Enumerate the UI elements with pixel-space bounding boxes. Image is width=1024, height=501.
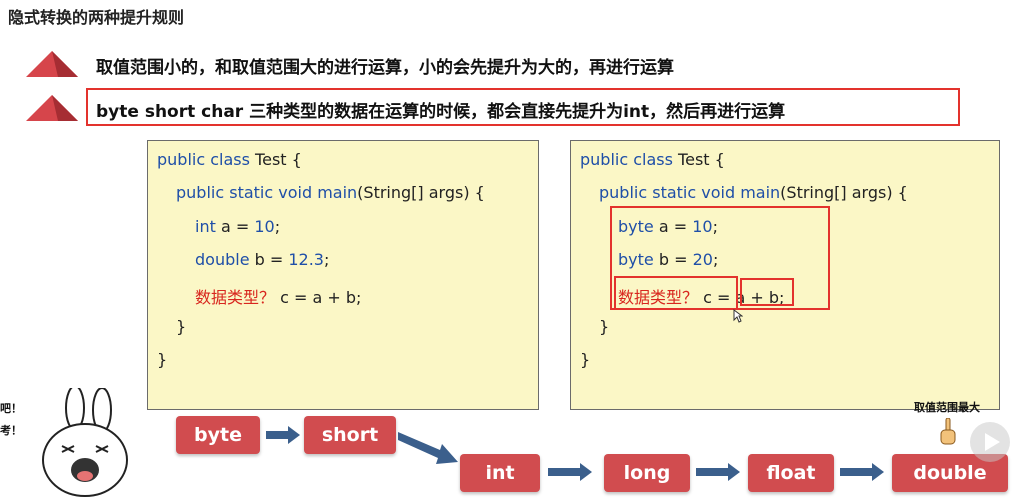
code-number: 10: [254, 217, 275, 236]
chip-long: long: [604, 454, 690, 492]
slide-title: 隐式转换的两种提升规则: [8, 8, 185, 27]
right-code-panel: public class Test { public static void m…: [570, 140, 1000, 410]
speech-line-2: 考！: [0, 424, 22, 437]
code-text: (String[] args) {: [780, 183, 908, 202]
code-text: ;: [712, 250, 719, 269]
code-line: byte b = 20;: [618, 250, 718, 269]
code-line: 数据类型？ c = a + b;: [195, 284, 361, 308]
code-line: byte a = 10;: [618, 217, 718, 236]
code-keyword: public static void main: [599, 183, 781, 202]
arrow-right-icon: [840, 463, 884, 481]
arrow-diagonal-icon: [398, 432, 458, 464]
annotation-box-expression: [740, 278, 794, 306]
code-brace: }: [580, 350, 591, 369]
play-button-icon[interactable]: [968, 420, 1012, 464]
code-expression: a + b;: [735, 288, 785, 307]
speech-line-1: 吧！: [0, 402, 22, 415]
code-text: b =: [653, 250, 693, 269]
cartoon-rabbit-icon: [42, 388, 128, 497]
code-line: double b = 12.3;: [195, 250, 329, 269]
chip-short: short: [304, 416, 396, 454]
code-brace: }: [157, 350, 168, 369]
chip-float: float: [748, 454, 834, 492]
code-keyword: byte: [618, 217, 654, 236]
code-text: Test {: [672, 150, 725, 169]
code-number: 12.3: [288, 250, 324, 269]
code-text: c = a + b;: [275, 288, 362, 307]
arrow-right-icon: [266, 426, 300, 444]
mouse-cursor-icon: [733, 309, 743, 323]
bullet-2-highlight-box: [86, 88, 960, 126]
chip-int: int: [460, 454, 540, 492]
code-line: 数据类型？ c = a + b;: [618, 284, 784, 308]
speech-text: 吧！ 考！: [0, 398, 22, 442]
arrow-right-icon: [696, 463, 740, 481]
code-question: 数据类型？: [195, 288, 276, 307]
triangle-bullet-icon: [26, 51, 78, 77]
code-keyword: public class: [580, 150, 673, 169]
code-text: a =: [215, 217, 255, 236]
code-line: public static void main(String[] args) {: [599, 183, 908, 202]
code-brace: }: [599, 317, 610, 336]
code-line: public static void main(String[] args) {: [176, 183, 485, 202]
code-text: ;: [274, 217, 281, 236]
code-text: (String[] args) {: [357, 183, 485, 202]
code-text: b =: [249, 250, 289, 269]
code-keyword: public static void main: [176, 183, 358, 202]
bullet-1-text: 取值范围小的，和取值范围大的进行运算，小的会先提升为大的，再进行运算: [96, 58, 674, 78]
code-line: int a = 10;: [195, 217, 280, 236]
code-keyword: double: [195, 250, 250, 269]
code-text: a =: [653, 217, 693, 236]
code-keyword: byte: [618, 250, 654, 269]
annotation-box-type: [614, 276, 738, 310]
code-text: c =: [698, 288, 736, 307]
code-text: Test {: [249, 150, 302, 169]
code-keyword: public class: [157, 150, 250, 169]
chip-byte: byte: [176, 416, 260, 454]
triangle-bullet-icon: [26, 95, 78, 121]
pointing-hand-icon: [940, 418, 956, 445]
code-line: public class Test {: [157, 150, 302, 169]
code-number: 20: [692, 250, 713, 269]
bullet-2-text: byte short char 三种类型的数据在运算的时候，都会直接先提升为in…: [96, 102, 786, 122]
code-number: 10: [692, 217, 713, 236]
code-line: public class Test {: [580, 150, 725, 169]
left-code-panel: public class Test { public static void m…: [147, 140, 539, 410]
code-text: ;: [323, 250, 330, 269]
code-question: 数据类型？: [618, 288, 699, 307]
arrow-right-icon: [548, 463, 592, 481]
code-brace: }: [176, 317, 187, 336]
code-text: ;: [712, 217, 718, 236]
max-range-label: 取值范围最大: [914, 401, 980, 414]
code-keyword: int: [195, 217, 216, 236]
